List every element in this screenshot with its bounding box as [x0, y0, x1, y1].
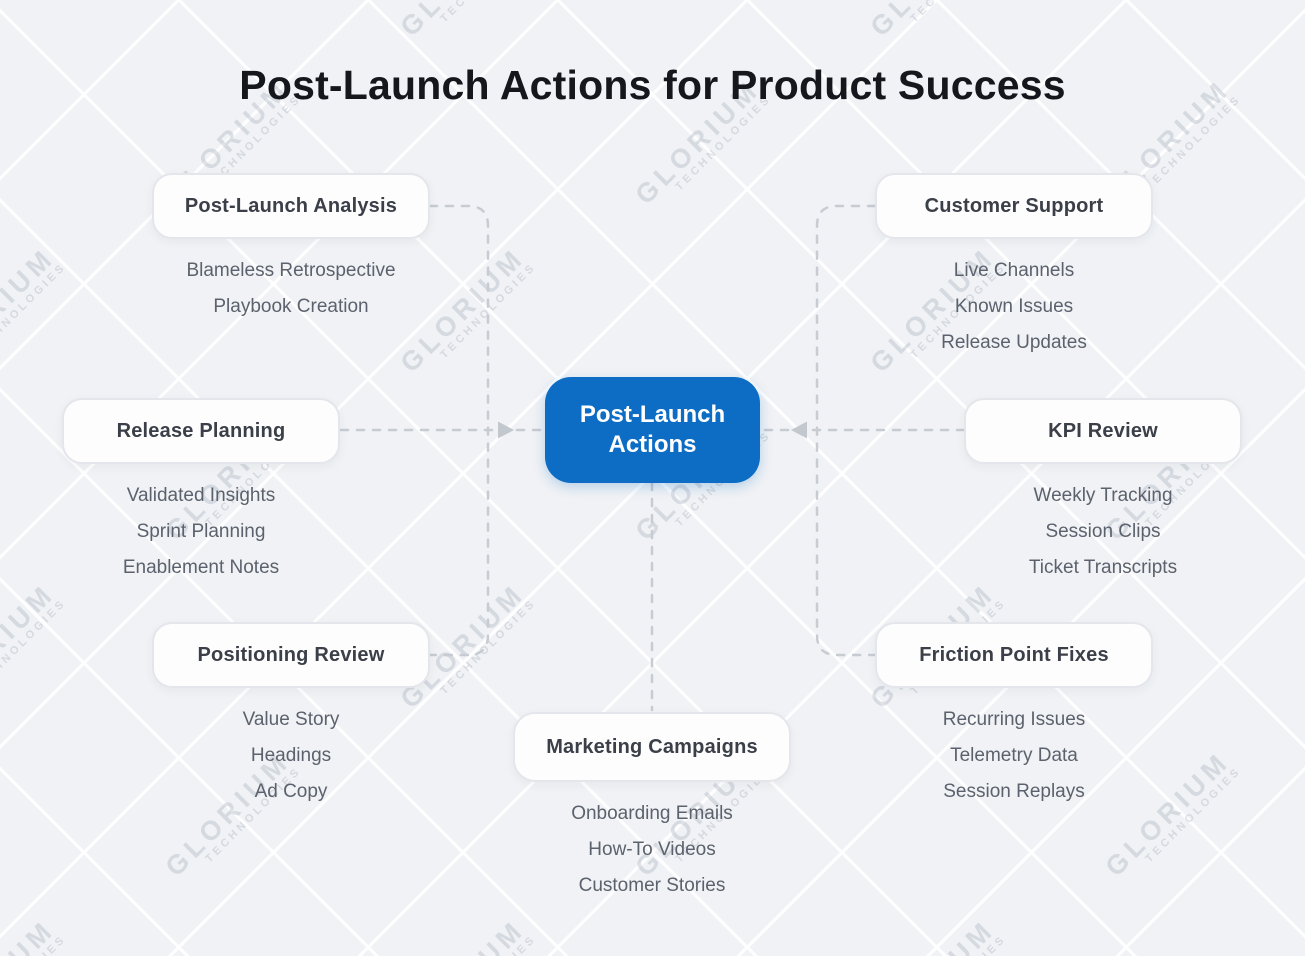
- node-label: Release Planning: [116, 419, 286, 442]
- list-item: Live Channels: [953, 260, 1075, 281]
- list-item: Recurring Issues: [942, 709, 1086, 730]
- node-items: Weekly Tracking Session Clips Ticket Tra…: [964, 478, 1242, 586]
- node-label: Friction Point Fixes: [919, 643, 1109, 666]
- list-item: Onboarding Emails: [571, 803, 733, 824]
- node-label: Positioning Review: [197, 643, 385, 666]
- node-label: Marketing Campaigns: [546, 735, 758, 758]
- center-node-label: Post-Launch Actions: [579, 401, 726, 458]
- list-item: Validated Insights: [126, 485, 276, 506]
- node-box: Marketing Campaigns: [513, 712, 791, 782]
- list-item: Sprint Planning: [136, 521, 266, 542]
- node-customer-support: Customer Support Live Channels Known Iss…: [875, 173, 1153, 361]
- node-kpi-review: KPI Review Weekly Tracking Session Clips…: [964, 398, 1242, 586]
- list-item: Telemetry Data: [950, 745, 1078, 766]
- node-friction-point-fixes: Friction Point Fixes Recurring Issues Te…: [875, 622, 1153, 810]
- node-marketing-campaigns: Marketing Campaigns Onboarding Emails Ho…: [513, 712, 791, 904]
- node-box: Release Planning: [62, 398, 340, 464]
- list-item: Headings: [250, 745, 332, 766]
- list-item: Known Issues: [954, 296, 1074, 317]
- list-item: Release Updates: [941, 332, 1087, 353]
- list-item: Weekly Tracking: [1033, 485, 1173, 506]
- list-item: Enablement Notes: [122, 557, 280, 578]
- list-item: Value Story: [242, 709, 340, 730]
- node-items: Recurring Issues Telemetry Data Session …: [875, 702, 1153, 810]
- list-item: Session Replays: [943, 781, 1085, 802]
- list-item: Customer Stories: [578, 875, 726, 896]
- node-box: Friction Point Fixes: [875, 622, 1153, 688]
- node-items: Live Channels Known Issues Release Updat…: [875, 253, 1153, 361]
- node-box: Post-Launch Analysis: [152, 173, 430, 239]
- list-item: Ad Copy: [254, 781, 328, 802]
- center-node-post-launch-actions: Post-Launch Actions: [545, 377, 760, 483]
- node-box: Positioning Review: [152, 622, 430, 688]
- node-release-planning: Release Planning Validated Insights Spri…: [62, 398, 340, 586]
- node-items: Value Story Headings Ad Copy: [152, 702, 430, 810]
- list-item: How-To Videos: [588, 839, 716, 860]
- list-item: Session Clips: [1045, 521, 1161, 542]
- arrowhead-right-icon: [791, 421, 807, 439]
- arrowhead-left-icon: [498, 421, 514, 439]
- node-items: Validated Insights Sprint Planning Enabl…: [62, 478, 340, 586]
- node-items: Onboarding Emails How-To Videos Customer…: [513, 796, 791, 904]
- page-title: Post-Launch Actions for Product Success: [239, 62, 1066, 108]
- list-item: Blameless Retrospective: [186, 260, 396, 281]
- node-post-launch-analysis: Post-Launch Analysis Blameless Retrospec…: [152, 173, 430, 325]
- node-positioning-review: Positioning Review Value Story Headings …: [152, 622, 430, 810]
- node-label: Customer Support: [924, 194, 1104, 217]
- node-label: KPI Review: [1048, 419, 1158, 442]
- node-box: Customer Support: [875, 173, 1153, 239]
- node-box: KPI Review: [964, 398, 1242, 464]
- node-items: Blameless Retrospective Playbook Creatio…: [152, 253, 430, 325]
- list-item: Ticket Transcripts: [1028, 557, 1178, 578]
- node-label: Post-Launch Analysis: [184, 194, 398, 217]
- list-item: Playbook Creation: [213, 296, 369, 317]
